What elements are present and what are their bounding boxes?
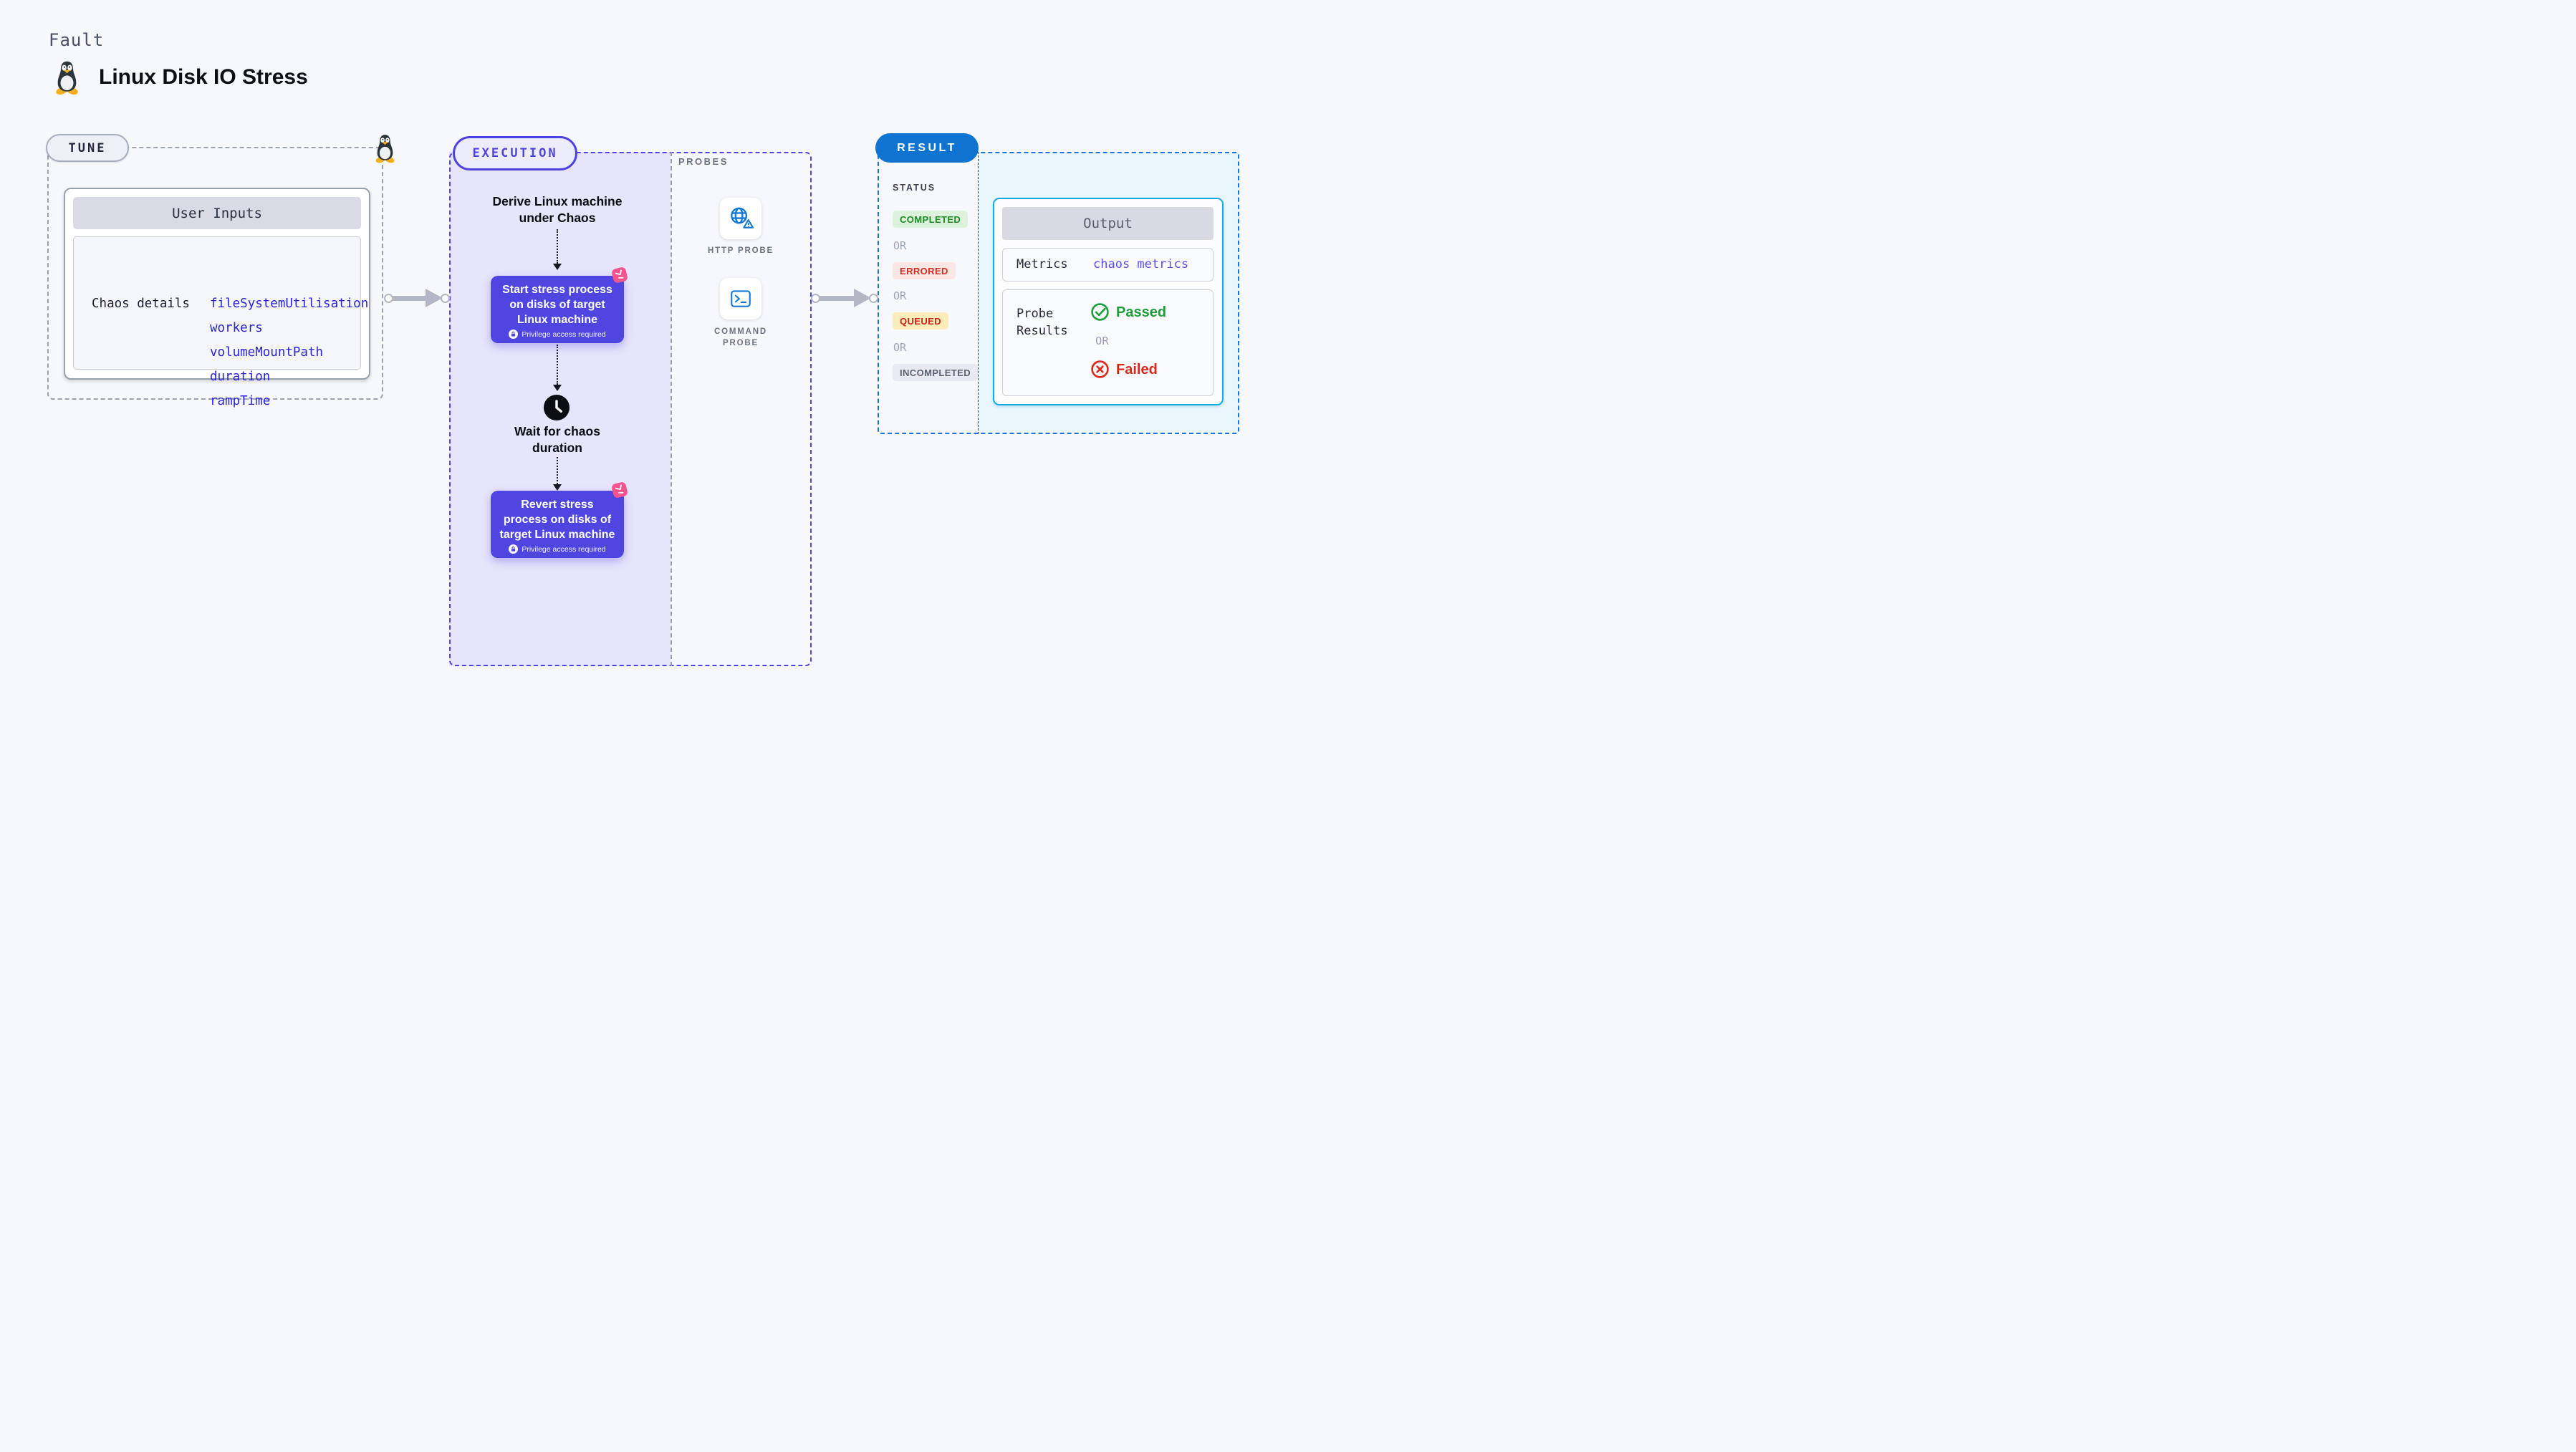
arrow-head: [426, 289, 443, 307]
privilege-badge: Privilege access required: [499, 330, 616, 339]
revert-stress-node: Revert stress process on disks of target…: [491, 491, 624, 558]
flow-connector-arrow-icon: [553, 457, 562, 491]
probes-heading: PROBES: [678, 156, 729, 167]
revert-stress-node-label: Revert stress process on disks of target…: [499, 499, 615, 541]
terminal-icon: [731, 290, 751, 307]
or-label: OR: [893, 239, 907, 252]
probe-results-row: Probe Results Passed OR Failed: [1002, 289, 1213, 396]
chaos-experiment-icon: [610, 265, 630, 285]
chaos-details-label: Chaos details: [92, 297, 190, 311]
execution-badge: EXECUTION: [453, 136, 577, 170]
user-input-value: fileSystemUtilisation: [210, 297, 369, 311]
http-probe-label: HTTP PROBE: [708, 246, 774, 255]
execution-to-result-arrow-icon: [811, 288, 878, 308]
arrow-start-node: [384, 294, 393, 303]
tune-to-execution-arrow-icon: [384, 288, 450, 308]
status-badge-completed: COMPLETED: [893, 211, 969, 228]
arrow-head: [854, 289, 871, 307]
start-stress-node: Start stress process on disks of target …: [491, 276, 624, 343]
flow-connector-arrow-icon: [553, 229, 562, 270]
page-kicker: Fault: [49, 30, 105, 50]
passed-label: Passed: [1116, 304, 1167, 320]
result-badge: RESULT: [875, 133, 979, 163]
status-badge-errored: ERRORED: [893, 262, 956, 279]
lock-icon: [509, 330, 519, 339]
linux-penguin-icon: [55, 61, 79, 95]
output-header: Output: [1002, 207, 1213, 240]
privilege-label: Privilege access required: [522, 330, 606, 339]
http-probe-card: [720, 198, 761, 239]
start-stress-node-label: Start stress process on disks of target …: [502, 284, 612, 326]
fault-diagram-page: Fault Linux Disk IO Stress TUNE User Inp…: [0, 0, 1288, 726]
derive-step-label: Derive Linux machine under Chaos: [492, 194, 623, 225]
arrow-start-node: [811, 294, 820, 303]
privilege-label: Privilege access required: [522, 544, 606, 554]
flow-connector-arrow-icon: [553, 345, 562, 391]
tune-badge: TUNE: [46, 134, 129, 162]
user-inputs-header: User Inputs: [73, 197, 361, 229]
tune-section-box: [47, 147, 383, 400]
metrics-label: Metrics: [1017, 257, 1068, 271]
status-badge-incompleted: INCOMPLETED: [893, 364, 979, 381]
privilege-badge: Privilege access required: [499, 544, 616, 554]
probe-results-label: Probe Results: [1017, 307, 1068, 338]
lock-icon: [509, 544, 519, 554]
arrow-line: [391, 296, 431, 301]
user-input-value: duration: [210, 370, 271, 384]
status-output-divider: [978, 152, 979, 434]
check-circle-icon: [1091, 303, 1109, 321]
globe-warning-icon: [731, 207, 754, 229]
chaos-experiment-icon: [610, 480, 630, 500]
arrow-end-node: [441, 294, 450, 303]
metrics-value: chaos metrics: [1093, 257, 1189, 271]
arrow-line: [818, 296, 860, 301]
failed-label: Failed: [1116, 362, 1158, 378]
user-input-value: volumeMountPath: [210, 345, 324, 360]
execution-probes-divider: [671, 152, 672, 666]
or-label: OR: [893, 289, 907, 302]
arrow-end-node: [869, 294, 878, 303]
wait-step-label: Wait for chaos duration: [514, 424, 600, 455]
user-inputs-card: User Inputs Chaos details fileSystemUtil…: [64, 188, 370, 408]
or-label: OR: [893, 341, 907, 354]
or-label: OR: [1095, 335, 1109, 347]
clock-icon: [543, 394, 570, 421]
command-probe-label: COMMAND PROBE: [714, 327, 767, 347]
output-card: Output Metrics chaos metrics Probe Resul…: [993, 198, 1224, 405]
metrics-row: Metrics chaos metrics: [1002, 248, 1213, 282]
status-heading: STATUS: [893, 183, 936, 193]
command-probe-card: [720, 278, 761, 319]
result-section-box: [878, 152, 1239, 434]
user-input-value: workers: [210, 321, 263, 335]
linux-penguin-icon: [375, 135, 395, 164]
user-input-value: rampTime: [210, 394, 271, 408]
user-inputs-body: Chaos details fileSystemUtilisation work…: [73, 236, 368, 408]
x-circle-icon: [1091, 360, 1109, 378]
execution-section-box: [449, 152, 812, 666]
status-badge-queued: QUEUED: [893, 312, 949, 330]
page-title: Linux Disk IO Stress: [99, 65, 308, 89]
